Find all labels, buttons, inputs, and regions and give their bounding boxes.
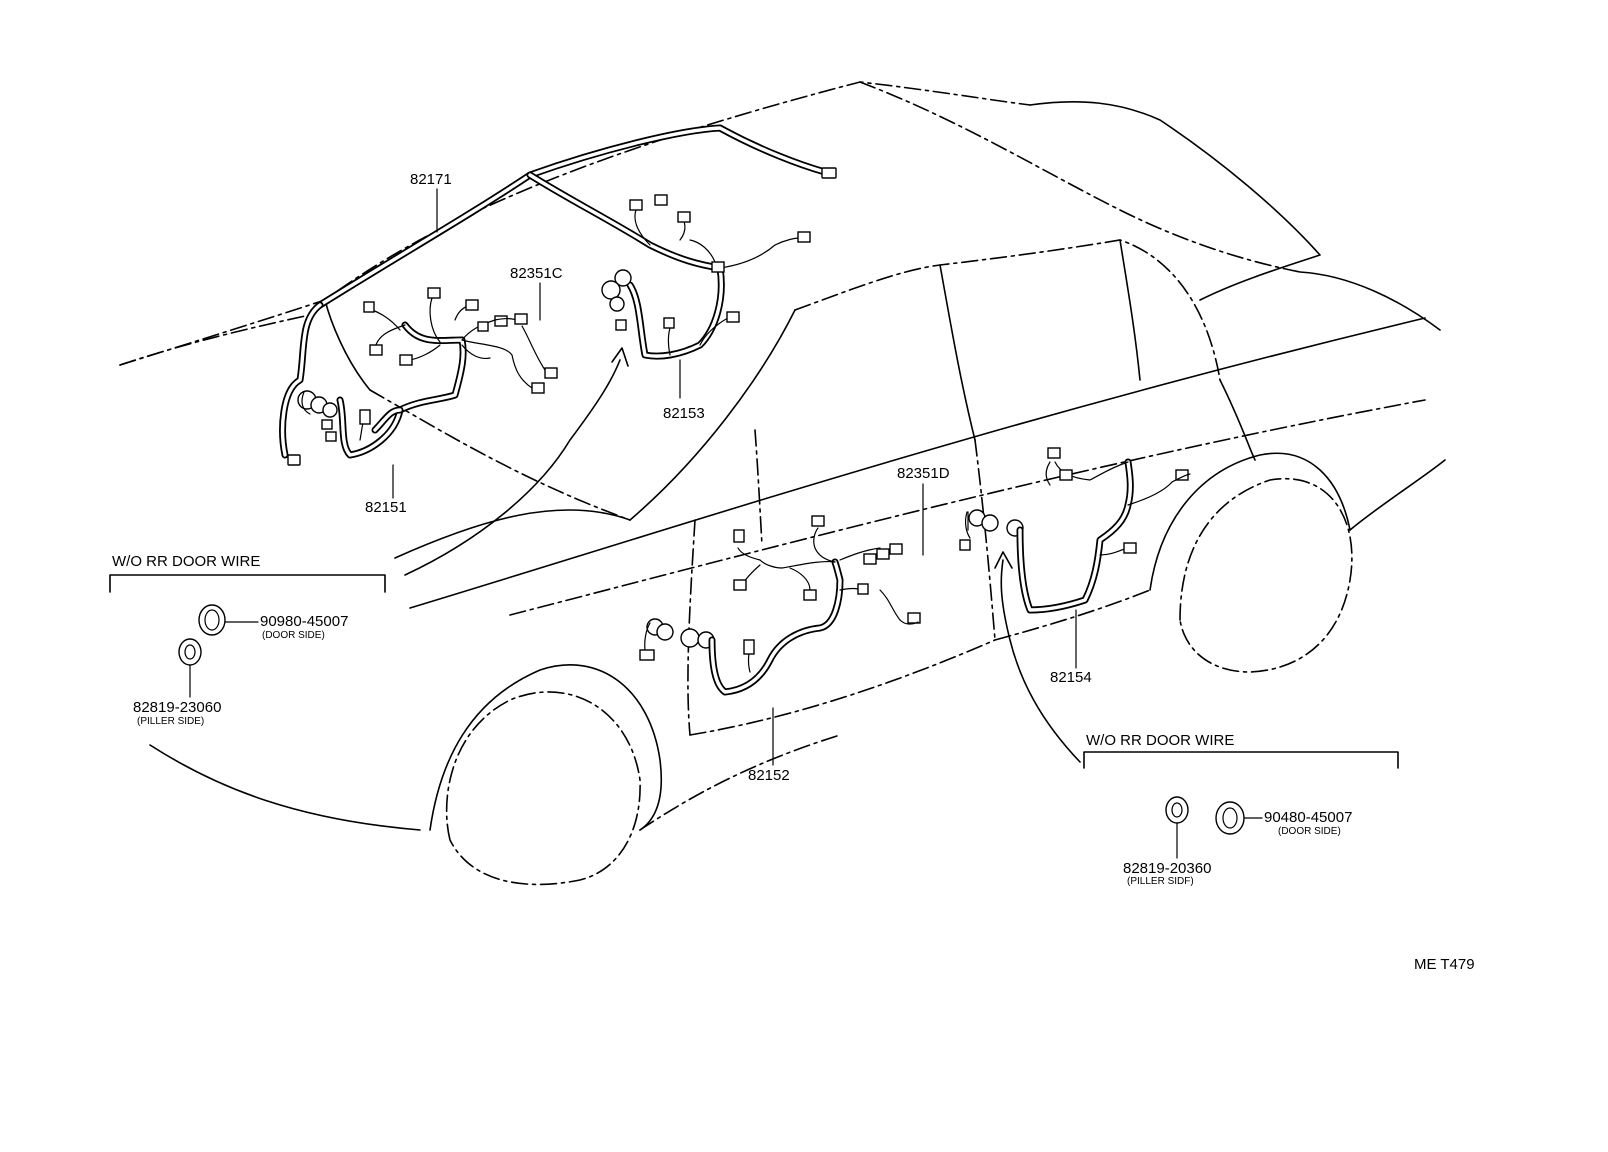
right-door-note: (DOOR SIDE) [1278, 826, 1341, 837]
part-label-82153: 82153 [663, 405, 705, 422]
piller-side-grommet-icon [178, 638, 202, 666]
part-label-82151: 82151 [365, 499, 407, 516]
right-box-header: W/O RR DOOR WIRE [1086, 732, 1234, 749]
door-side-grommet-icon [198, 604, 226, 636]
part-label-82351c: 82351C [510, 265, 563, 282]
left-inset-box: W/O RR DOOR WIRE 90980-45007 (DOOR SIDE)… [109, 553, 386, 727]
part-label-82154: 82154 [1050, 669, 1092, 686]
front-door-harness-82152 [639, 515, 921, 696]
leader-lines [392, 188, 1077, 766]
part-label-82152: 82152 [748, 767, 790, 784]
right-piller-note: (PILLER SIDF) [1127, 876, 1194, 887]
rear-harness-82153 [601, 194, 811, 360]
routing-arrows [404, 347, 1081, 763]
roof-harness-82171 [279, 124, 837, 466]
piller-side-grommet-icon [1165, 796, 1189, 824]
left-door-note: (DOOR SIDE) [262, 630, 325, 641]
part-label-82351d: 82351D [897, 465, 950, 482]
rear-door-harness-82154 [959, 447, 1191, 614]
figure-code: ME T479 [1414, 956, 1475, 973]
part-label-82171: 82171 [410, 171, 452, 188]
door-side-grommet-icon [1215, 801, 1245, 835]
car-body-outline [119, 81, 1446, 886]
right-inset-box: W/O RR DOOR WIRE 82819-20360 (PILLER SID… [1083, 732, 1399, 887]
front-harness-82151 [297, 287, 558, 459]
left-piller-part: 82819-23060 [133, 699, 221, 716]
left-box-header: W/O RR DOOR WIRE [112, 553, 260, 570]
left-door-part: 90980-45007 [260, 613, 348, 630]
right-piller-part: 82819-20360 [1123, 860, 1211, 877]
left-piller-note: (PILLER SIDE) [137, 716, 204, 727]
right-door-part: 90480-45007 [1264, 809, 1352, 826]
